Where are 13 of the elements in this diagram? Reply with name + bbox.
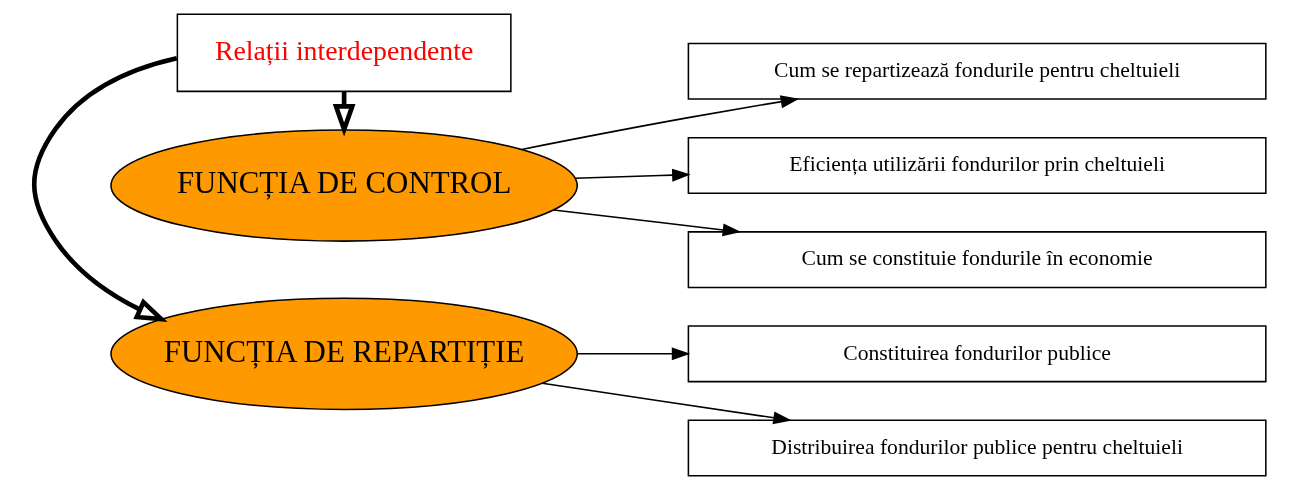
arrow: [574, 168, 691, 182]
arrow: [520, 95, 799, 151]
node-box: Cum se repartizează fondurile pentru cheltuieli: [687, 42, 1267, 100]
arrow: [31, 56, 177, 322]
node-box: Distribuirea fondurilor publice pentru cheltuieli: [687, 419, 1267, 477]
arrow: [552, 209, 741, 237]
node-ellipse: FUNCȚIA DE CONTROL: [109, 129, 578, 242]
arrow: [541, 382, 792, 425]
node-box: Relații interdependente: [176, 13, 512, 93]
node-box: Constituirea fondurilor publice: [687, 325, 1267, 383]
arrow: [576, 347, 690, 361]
node-box: Cum se constituie fondurile în economie: [687, 231, 1267, 289]
node-box: Eficiența utilizării fondurilor prin cheltuieli: [687, 136, 1267, 195]
